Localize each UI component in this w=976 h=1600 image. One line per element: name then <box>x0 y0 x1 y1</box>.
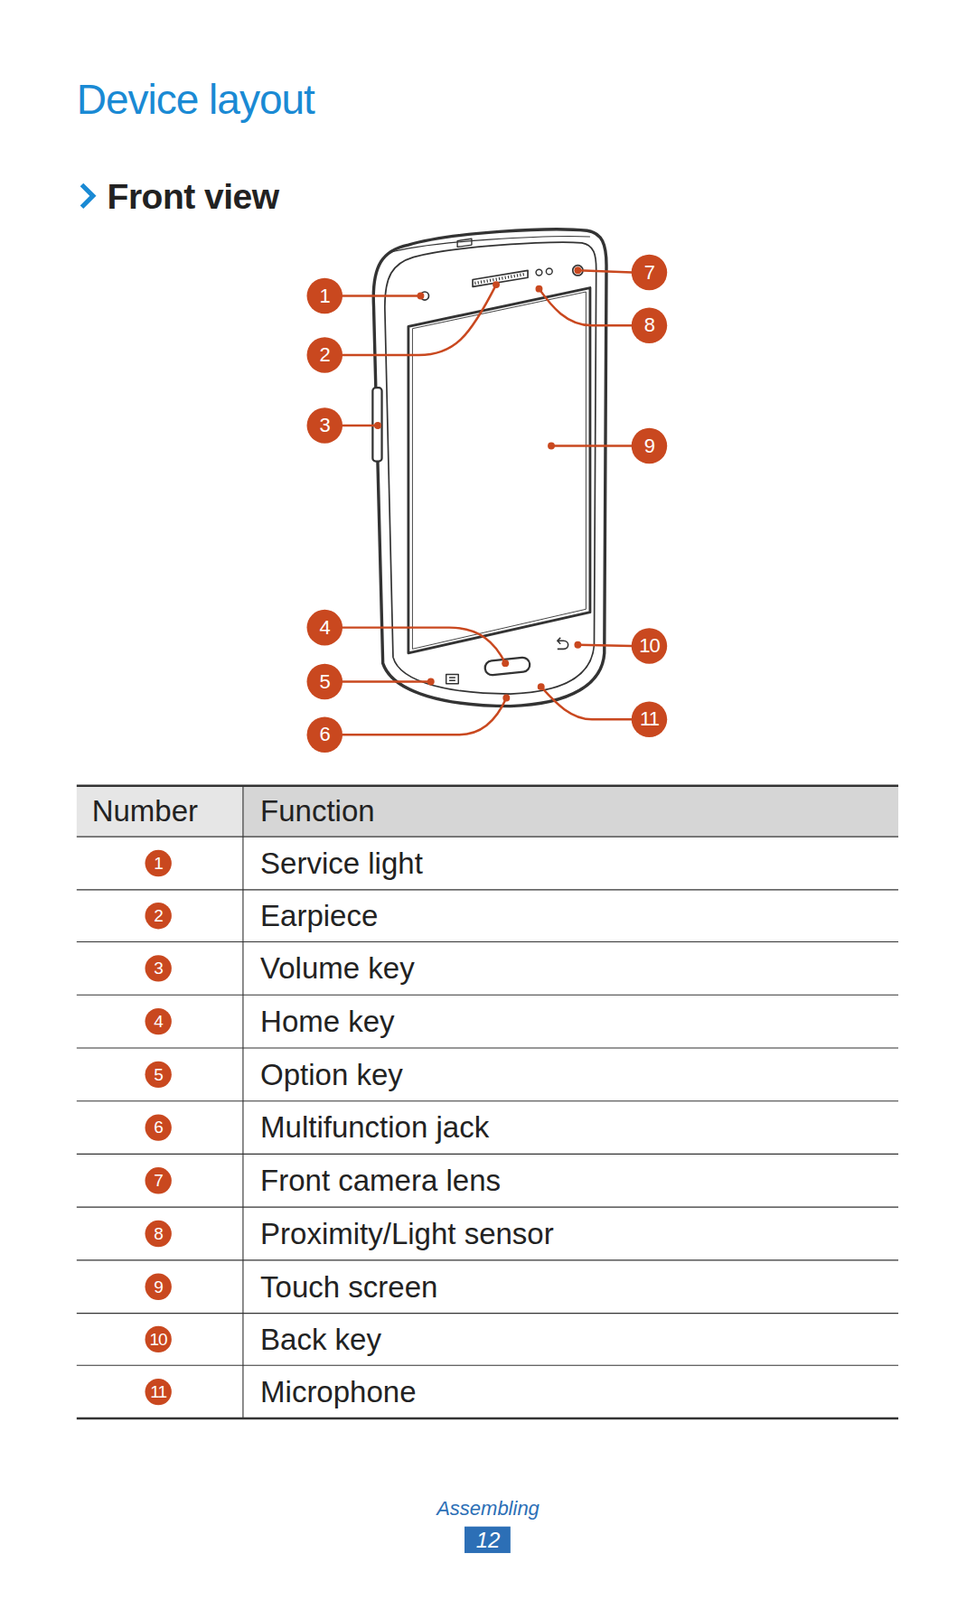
callout-number: 8 <box>644 314 655 337</box>
table-number: 10 <box>150 1330 168 1350</box>
table-cell: Home key <box>260 1005 395 1039</box>
table-cell: Back key <box>260 1323 382 1357</box>
table-number: 3 <box>153 959 163 979</box>
top-jack <box>457 238 472 247</box>
table-header: Function <box>260 795 376 828</box>
sensor <box>545 268 553 275</box>
function-table <box>76 786 899 1419</box>
table-number: 11 <box>150 1382 167 1402</box>
sensor <box>535 269 543 276</box>
table-number: 6 <box>153 1118 163 1138</box>
callout-number: 3 <box>319 414 330 437</box>
option-icon <box>446 675 460 685</box>
table-header: Number <box>92 795 198 828</box>
table-number: 7 <box>153 1172 163 1192</box>
table-cell: Option key <box>260 1058 404 1091</box>
front-camera <box>572 265 583 276</box>
leader-dots <box>374 266 582 702</box>
table-number: 2 <box>153 906 163 926</box>
table-cell: Earpiece <box>260 900 378 933</box>
table-number: 5 <box>153 1065 163 1085</box>
back-icon <box>557 638 569 649</box>
callout-circles <box>307 254 668 753</box>
footer-section: Assembling <box>436 1498 540 1521</box>
page-title: Device layout <box>76 75 315 122</box>
callout-number: 10 <box>638 635 659 657</box>
callout-number: 7 <box>644 262 655 284</box>
callout-number: 11 <box>639 708 659 731</box>
page-number: 12 <box>476 1529 501 1553</box>
page-number-box <box>464 1527 511 1554</box>
leader-lines <box>341 270 632 735</box>
table-cell: Multifunction jack <box>260 1111 489 1145</box>
heading-chevron <box>81 184 93 207</box>
callout-number: 2 <box>319 344 330 366</box>
callout-number: 4 <box>319 617 330 639</box>
earpiece-grille <box>472 270 528 287</box>
callout-number: 1 <box>319 285 330 308</box>
callout-number: 5 <box>319 671 330 694</box>
home-key <box>484 656 531 676</box>
phone-drawing <box>372 229 607 707</box>
table-cell: Proximity/Light sensor <box>260 1218 554 1251</box>
section-heading: Front view <box>107 178 280 217</box>
table-cell: Service light <box>260 847 423 881</box>
callout-number: 6 <box>319 723 330 746</box>
table-cell: Touch screen <box>260 1270 438 1304</box>
table-cell: Volume key <box>260 952 415 986</box>
table-number: 9 <box>153 1277 163 1297</box>
table-number: 1 <box>153 854 163 873</box>
table-number: 8 <box>153 1224 163 1244</box>
table-number: 4 <box>153 1012 163 1032</box>
table-cell: Front camera lens <box>260 1164 501 1198</box>
table-cell: Microphone <box>260 1376 416 1409</box>
callout-number: 9 <box>644 435 655 458</box>
